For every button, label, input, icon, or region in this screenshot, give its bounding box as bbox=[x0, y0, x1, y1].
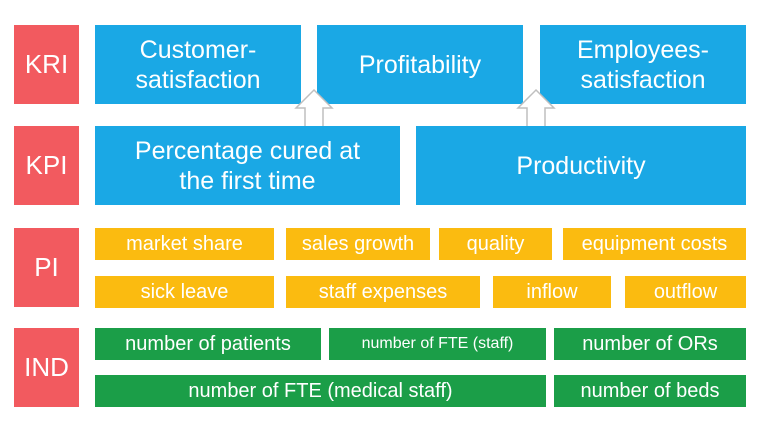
ind-number-of-patients: number of patients bbox=[95, 328, 321, 360]
kri-profitability-label: Profitability bbox=[358, 50, 482, 79]
pi-quality: quality bbox=[439, 228, 552, 260]
pi-inflow: inflow bbox=[493, 276, 611, 308]
pi-sick-leave: sick leave bbox=[95, 276, 274, 308]
kpi-productivity: Productivity bbox=[416, 126, 746, 205]
pi-outflow: outflow bbox=[625, 276, 746, 308]
pi-market-share: market share bbox=[95, 228, 274, 260]
kpi-productivity-label: Productivity bbox=[516, 151, 646, 180]
kpi-percentage-cured: Percentage cured at the first time bbox=[95, 126, 400, 205]
pi-sales-growth: sales growth bbox=[286, 228, 430, 260]
kri-employees-satisfaction: Employees- satisfaction bbox=[540, 25, 746, 104]
pi-staff-expenses: staff expenses bbox=[286, 276, 480, 308]
ind-number-of-fte-medical-staff: number of FTE (medical staff) bbox=[95, 375, 546, 407]
kri-customer-satisfaction-label: Customer- satisfaction bbox=[135, 35, 261, 94]
level-kri: KRI bbox=[14, 25, 79, 104]
ind-number-of-beds: number of beds bbox=[554, 375, 746, 407]
kri-customer-satisfaction: Customer- satisfaction bbox=[95, 25, 301, 104]
kpi-percentage-cured-label: Percentage cured at the first time bbox=[134, 136, 361, 195]
level-pi: PI bbox=[14, 228, 79, 307]
level-ind: IND bbox=[14, 328, 79, 407]
ind-number-of-fte-staff: number of FTE (staff) bbox=[329, 328, 546, 360]
kri-profitability: Profitability bbox=[317, 25, 523, 104]
kri-employees-satisfaction-label: Employees- satisfaction bbox=[577, 35, 709, 94]
pi-equipment-costs: equipment costs bbox=[563, 228, 746, 260]
ind-number-of-ors: number of ORs bbox=[554, 328, 746, 360]
level-kpi: KPI bbox=[14, 126, 79, 205]
